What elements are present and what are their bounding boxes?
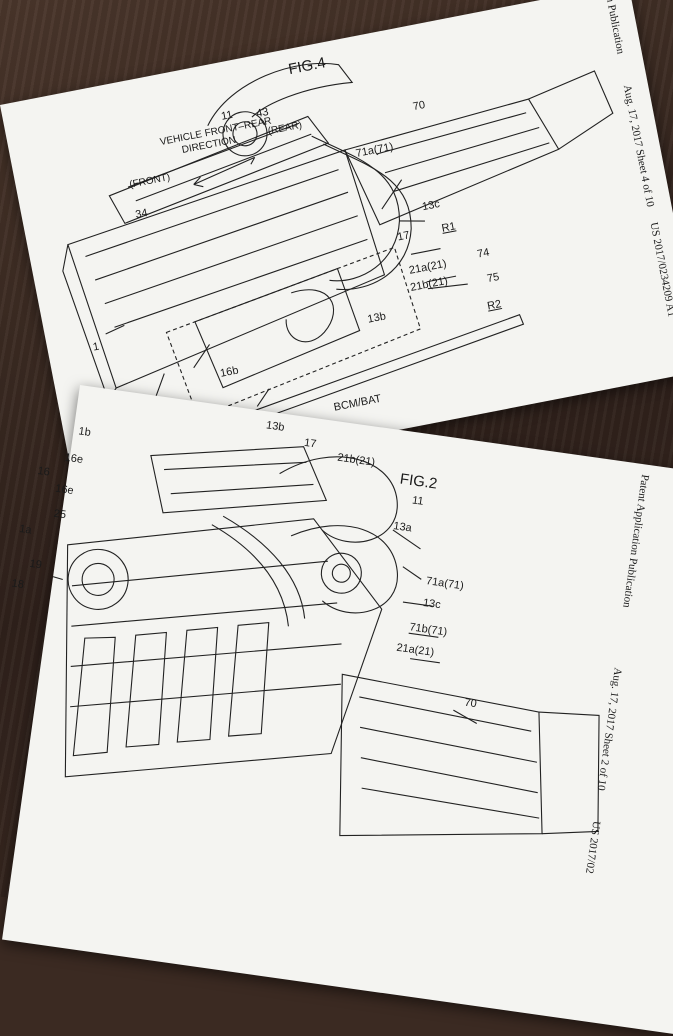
ref-label: 18 [10,577,25,592]
ref-label: 13b [265,419,286,434]
ref-label: 70 [463,696,478,711]
ref-label: 75 [486,271,501,286]
ref-label: 25 [53,507,67,522]
ref-label: 11 [220,108,234,123]
engine-drawing-fig4 [62,62,614,435]
ref-label: 43 [255,106,270,121]
patent-sheet-fig2: FIG.2 13b 17 21b(21) 11 1b 16e 16 16e 13… [2,385,673,1036]
patent-sheet-fig4: FIG.4 VEHICLE FRONT–REAR DIRECTION (FRON… [0,0,673,493]
ref-label: 11 [411,494,425,508]
ref-label: 17 [396,229,411,244]
ref-label: 16e [63,451,84,467]
ref-label: 74 [476,246,491,261]
ref-label: 13a [392,520,413,535]
ref-label: 34 [134,206,149,222]
ref-label: 17 [303,436,318,451]
ref-label: 16 [36,464,51,479]
ref-label: 1b [77,425,92,439]
engine-drawing-fig2 [28,446,600,837]
ref-label: 13c [422,596,442,612]
ref-label: 16e [54,482,75,498]
ref-label: 70 [411,99,427,114]
ref-label: 19 [28,557,43,572]
ref-label: 1a [18,523,33,537]
